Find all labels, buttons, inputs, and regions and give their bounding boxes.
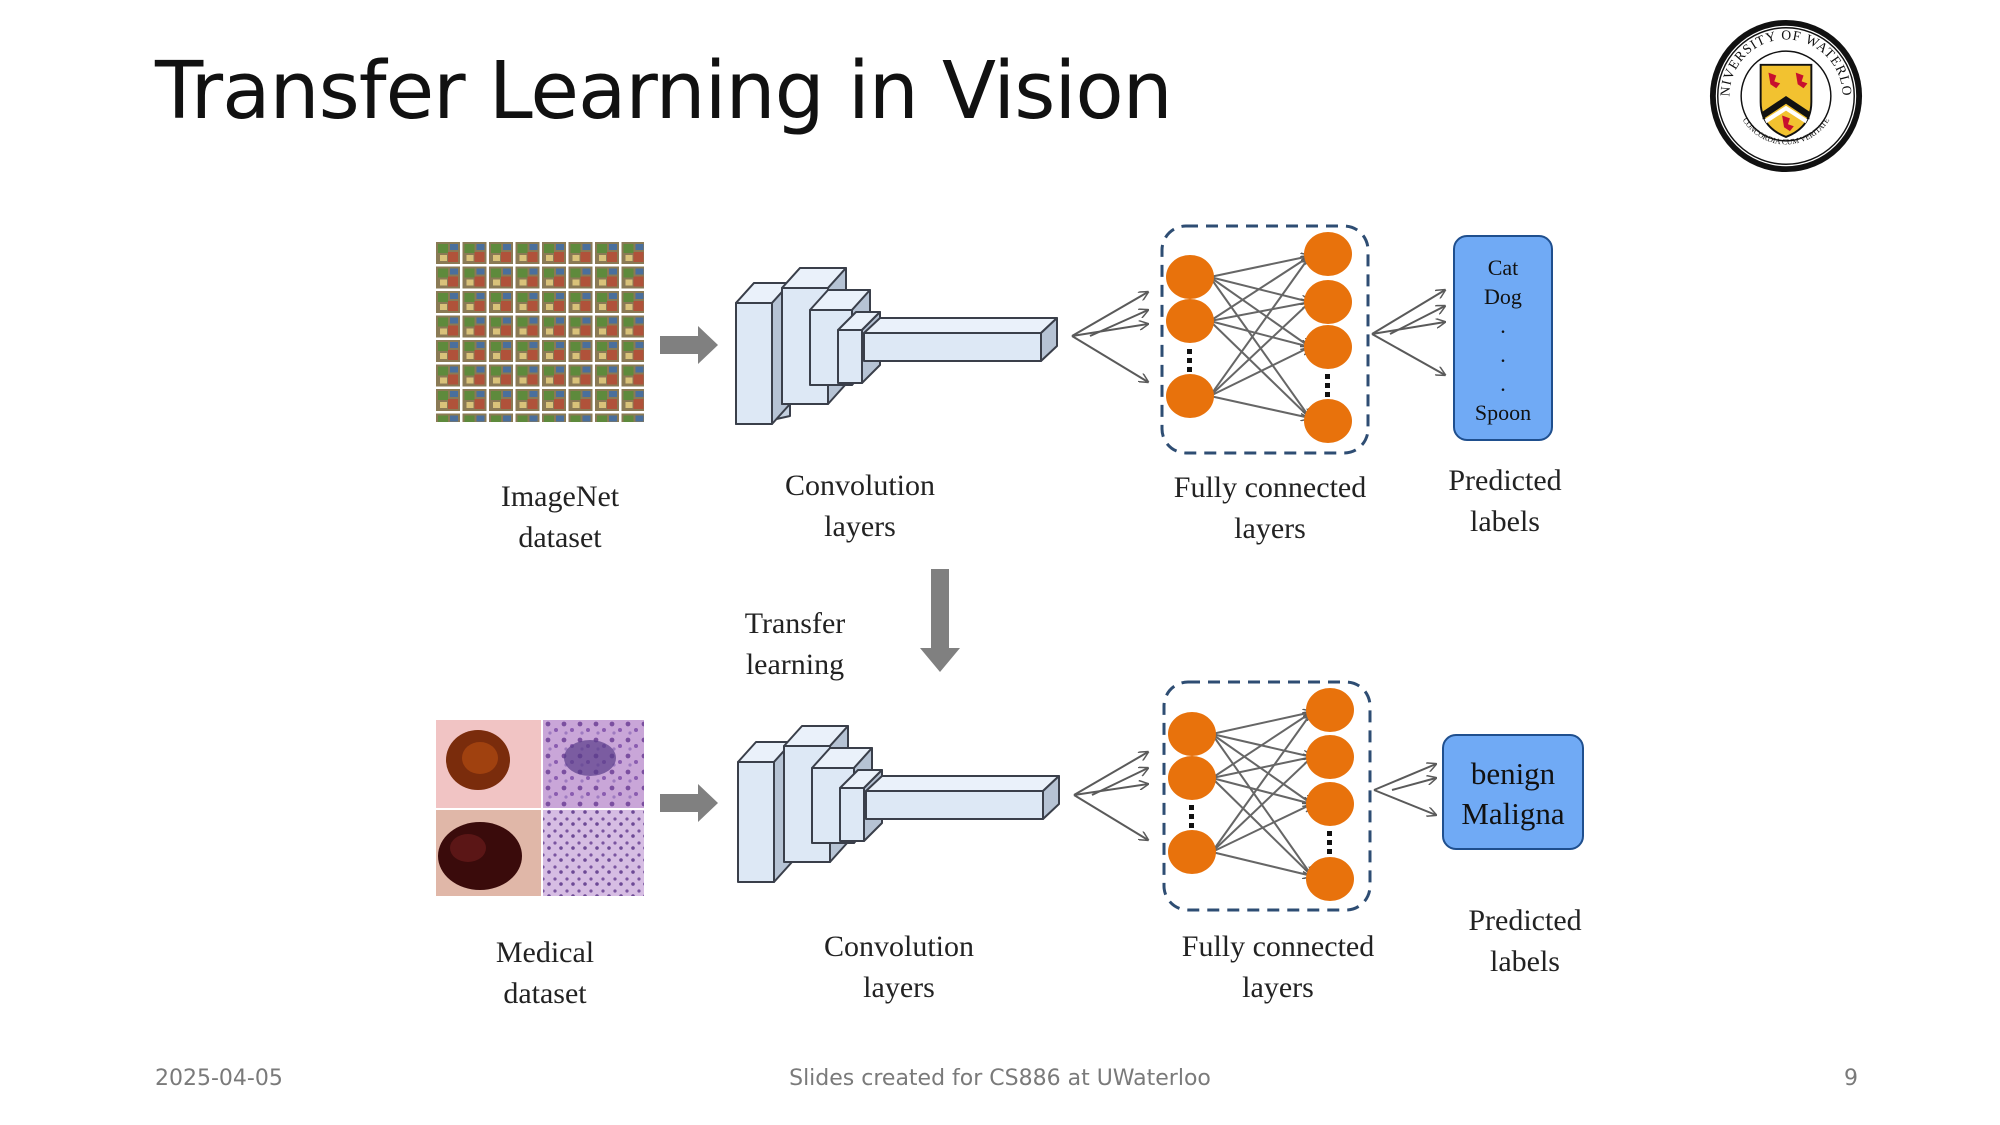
university-seal-logo: UNIVERSITY OF WATERLOO CONCORDIA CUM VER… — [1708, 18, 1863, 173]
slide-title: Transfer Learning in Vision — [155, 45, 1173, 137]
output-arrows-top — [1371, 290, 1445, 375]
conv-layers-block-top — [735, 267, 1058, 425]
fc-nodes-top — [1166, 232, 1352, 443]
output-labels-box-top: Cat Dog . . . Spoon — [1453, 235, 1553, 441]
conv-layers-block-bottom — [737, 725, 1060, 883]
fc-connections-bottom — [1211, 712, 1312, 876]
ellipsis-dots-top — [1187, 349, 1330, 397]
split-arrows-bottom — [1073, 752, 1148, 840]
footer-center-text: Slides created for CS886 at UWaterloo — [789, 1066, 1211, 1091]
imagenet-thumbnail-grid — [434, 240, 646, 424]
footer-date: 2025-04-05 — [155, 1066, 283, 1091]
medical-images-grid — [434, 718, 646, 896]
arrow-right-icon — [660, 326, 718, 364]
fc-nodes-bottom — [1168, 688, 1354, 901]
fc-connections-top — [1209, 256, 1310, 418]
output-labels-box-bottom: benign Maligna — [1442, 734, 1584, 850]
page-number: 9 — [1844, 1066, 1858, 1091]
fc-dashed-box-top — [1160, 224, 1370, 455]
output-arrows-bottom — [1373, 764, 1436, 815]
arrow-right-icon — [660, 784, 718, 822]
split-arrows-top — [1071, 292, 1148, 382]
ellipsis-dots-bottom — [1189, 805, 1332, 854]
fc-dashed-box-bottom — [1162, 680, 1372, 912]
arrow-down-icon — [920, 569, 960, 672]
